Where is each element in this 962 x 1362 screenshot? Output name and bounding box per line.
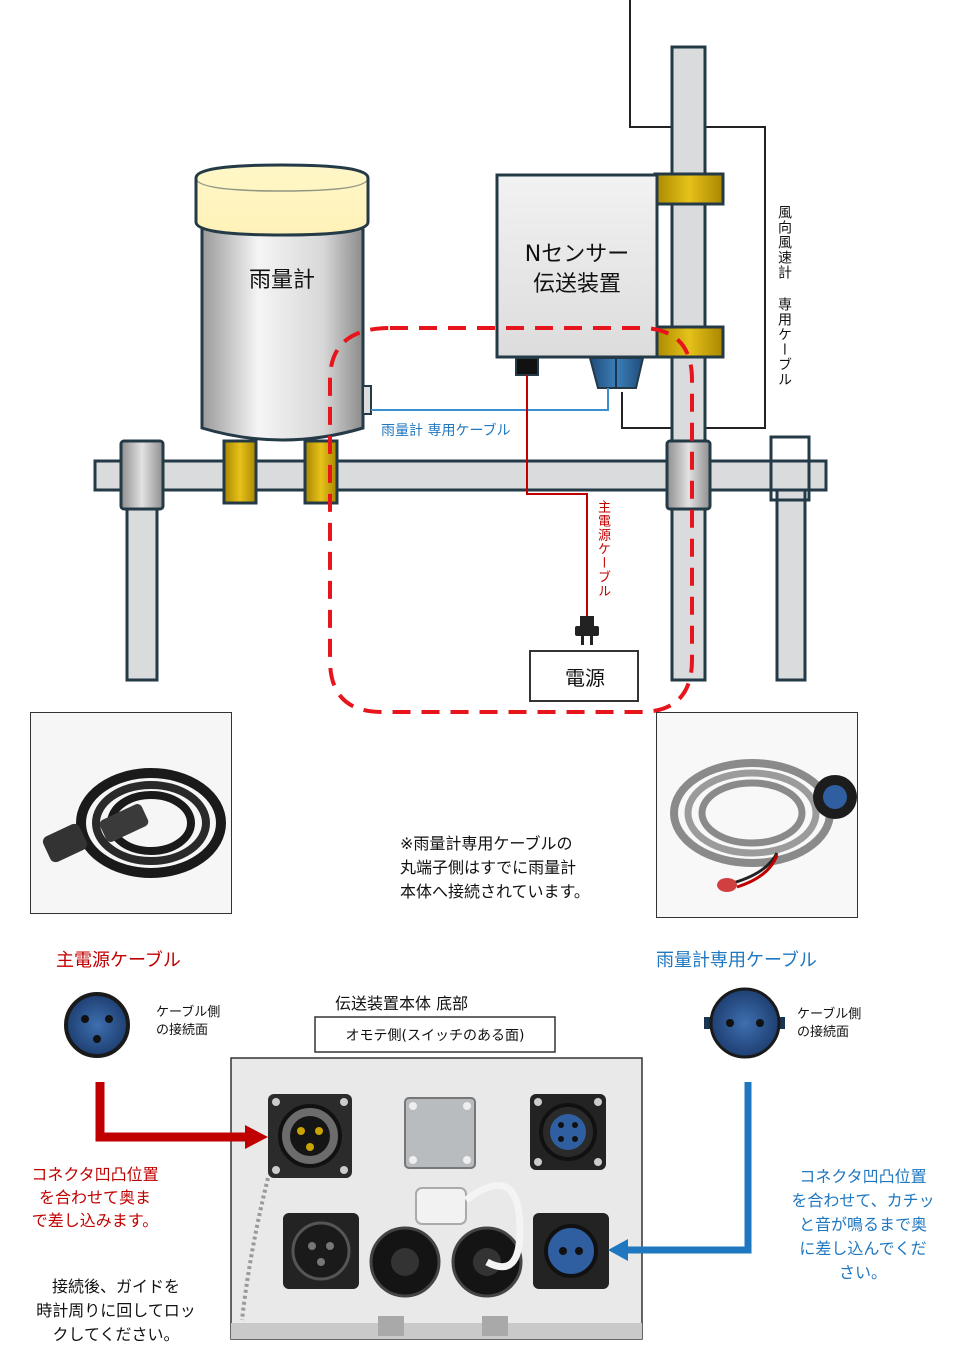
right-instruction-3: と音が鳴るまで奥 xyxy=(798,1215,927,1234)
rain-gauge-label: 雨量計 xyxy=(248,268,315,293)
lock-instruction-2: 時計周りに回してロッ xyxy=(36,1301,196,1320)
left-leg xyxy=(125,478,159,682)
left-face-caption: ケーブル側 の接続面 xyxy=(156,1004,220,1040)
rain-gauge-top xyxy=(194,163,370,237)
crossbar xyxy=(93,459,828,492)
lock-instruction: 接続後、ガイドを 時計周りに回してロッ クしてください。 xyxy=(0,1275,232,1347)
note-line-3: 本体へ接続されています。 xyxy=(400,882,590,901)
device-bottom-photo xyxy=(230,1057,643,1340)
left-instruction-1: コネクタ凹凸位置 xyxy=(31,1165,159,1184)
gauge-leg-right xyxy=(303,439,339,505)
pole-clamp xyxy=(665,439,712,511)
left-face-caption-1: ケーブル側 xyxy=(156,1005,221,1020)
rain-cable-photo xyxy=(656,712,858,918)
left-instruction-3: で差し込みます。 xyxy=(31,1211,159,1230)
work-area-outline xyxy=(328,326,694,714)
right-instruction-2: を合わせて、カチッ xyxy=(791,1191,935,1210)
front-side-label: オモテ側(スイッチのある面) xyxy=(345,1028,525,1044)
lock-instruction-1: 接続後、ガイドを xyxy=(51,1277,180,1296)
power-source-label: 電源 xyxy=(565,666,605,690)
main-cable-photo xyxy=(30,712,232,914)
transmitter-label-line2: 伝送装置 xyxy=(532,272,621,297)
right-leg xyxy=(775,478,807,682)
red-arrow xyxy=(95,1082,268,1149)
left-clamp xyxy=(119,439,165,511)
wind-cable-line xyxy=(621,0,766,429)
rain-gauge-body xyxy=(200,213,365,442)
main-cable-face-icon xyxy=(64,992,130,1058)
right-instruction-1: コネクタ凹凸位置 xyxy=(799,1167,927,1186)
left-instruction-2: を合わせて奥ま xyxy=(38,1188,151,1207)
power-port xyxy=(515,357,539,376)
right-face-caption-2: の接続面 xyxy=(797,1025,850,1040)
coiled-cable-icon xyxy=(42,768,226,878)
main-cable-title: 主電源ケーブル xyxy=(56,950,181,971)
upper-bracket xyxy=(653,172,725,206)
note-line-2: 丸端子側はすでに雨量計 xyxy=(400,858,577,877)
right-face-caption: ケーブル側 の接続面 xyxy=(797,1006,861,1042)
note-line-1: ※雨量計専用ケーブルの xyxy=(400,834,573,853)
rain-cable-face-icon xyxy=(704,987,785,1059)
front-side-box xyxy=(314,1016,556,1053)
rain-gauge-connector xyxy=(362,385,372,415)
right-instruction-4: に差し込んでくだ xyxy=(799,1239,927,1258)
gauge-leg-left xyxy=(222,439,258,505)
lock-instruction-3: クしてください。 xyxy=(52,1325,180,1344)
rain-cable-line xyxy=(371,388,609,411)
device-title: 伝送装置本体 底部 xyxy=(335,994,469,1013)
blue-arrow xyxy=(608,1082,752,1261)
power-cable-label: 主電源ケーブル xyxy=(595,500,610,598)
power-cable-line xyxy=(526,375,588,616)
main-pole xyxy=(670,45,707,682)
power-box xyxy=(529,650,639,702)
right-instruction-5: さい。 xyxy=(838,1263,887,1282)
note-text: ※雨量計専用ケーブルの 丸端子側はすでに雨量計 本体へ接続されています。 xyxy=(400,832,590,904)
transmitter-label-line1: Nセンサー xyxy=(524,242,630,267)
coiled-gray-cable-icon xyxy=(670,759,857,892)
end-bracket xyxy=(769,435,811,502)
wind-cable-label: 風向風速計 専用ケーブル xyxy=(776,205,792,387)
rain-cable-label: 雨量計 専用ケーブル xyxy=(381,423,511,439)
plug-icon xyxy=(575,616,599,645)
left-face-caption-2: の接続面 xyxy=(156,1023,209,1038)
left-instruction: コネクタ凹凸位置 を合わせて奥ま で差し込みます。 xyxy=(0,1163,190,1232)
right-instruction: コネクタ凹凸位置 を合わせて、カチッ と音が鳴るまで奥 に差し込んでくだ さい。 xyxy=(770,1165,956,1285)
transmitter-label: Nセンサー 伝送装置 xyxy=(497,240,657,300)
rain-cable-title: 雨量計専用ケーブル xyxy=(656,950,817,971)
right-face-caption-1: ケーブル側 xyxy=(797,1007,862,1022)
